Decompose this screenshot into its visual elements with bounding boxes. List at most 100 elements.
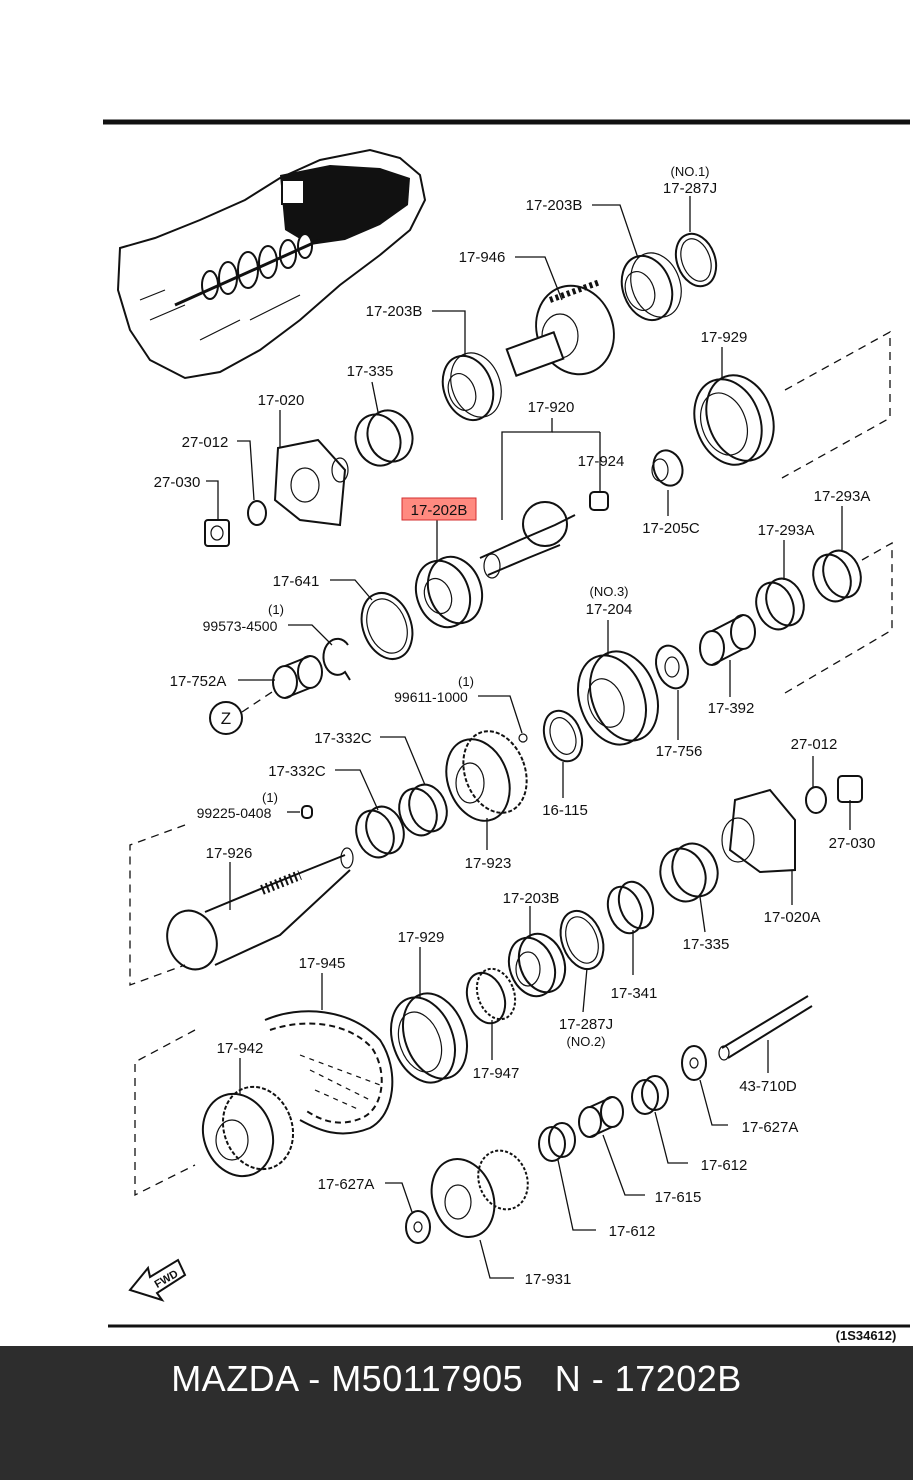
part-17-335-top bbox=[354, 409, 414, 467]
dashed-bracket-upper bbox=[781, 330, 891, 479]
label-17-203B-b: 17-203B bbox=[366, 303, 423, 320]
label-27-030-left: 27-030 bbox=[154, 474, 201, 491]
part-17-946-shaft bbox=[505, 279, 615, 377]
label-no1: (NO.1) bbox=[671, 164, 710, 179]
label-17-929-top: 17-929 bbox=[701, 329, 748, 346]
label-17-335-top: 17-335 bbox=[347, 363, 394, 380]
part-27-012-washer-left bbox=[247, 500, 267, 526]
part-17-205C-needle bbox=[651, 449, 684, 487]
label-17-341: 17-341 bbox=[611, 985, 658, 1002]
label-no2: (NO.2) bbox=[567, 1034, 606, 1049]
label-one-a: (1) bbox=[268, 602, 284, 617]
label-17-287J-bottom: 17-287J bbox=[559, 1016, 613, 1033]
label-17-612-b: 17-612 bbox=[609, 1223, 656, 1240]
part-17-929-top bbox=[693, 374, 775, 466]
part-17-020A-housing bbox=[721, 788, 796, 874]
label-17-203B-a: 17-203B bbox=[526, 197, 583, 214]
part-17-203B-bearing-b bbox=[441, 352, 502, 422]
dashed-bracket-middle bbox=[784, 541, 893, 694]
label-17-202B: 17-202B bbox=[411, 502, 468, 519]
part-17-931-gear bbox=[430, 1149, 529, 1238]
label-one-c: (1) bbox=[262, 790, 278, 805]
part-17-924-bush bbox=[589, 491, 609, 511]
label-17-293A-b: 17-293A bbox=[814, 488, 871, 505]
label-17-926: 17-926 bbox=[206, 845, 253, 862]
label-17-924: 17-924 bbox=[578, 453, 625, 470]
label-17-752A: 17-752A bbox=[170, 673, 227, 690]
label-99611-1000: 99611-1000 bbox=[394, 689, 468, 705]
part-17-929-bottom bbox=[390, 992, 468, 1084]
fwd-arrow-icon: FWD bbox=[128, 1258, 187, 1302]
label-43-710D: 43-710D bbox=[739, 1078, 797, 1095]
label-17-612-a: 17-612 bbox=[701, 1157, 748, 1174]
label-no3: (NO.3) bbox=[590, 584, 629, 599]
part-17-752A-spacer bbox=[272, 655, 323, 699]
label-17-205C: 17-205C bbox=[642, 520, 700, 537]
part-99611-1000-ball bbox=[518, 733, 528, 743]
part-27-030-nut-left bbox=[204, 519, 230, 547]
parts-diagram: Z bbox=[103, 119, 910, 1343]
part-17-335-bottom bbox=[659, 842, 719, 903]
part-27-030-nut-right bbox=[837, 775, 863, 803]
label-17-627A-right: 17-627A bbox=[742, 1119, 799, 1136]
part-17-612-needle-b bbox=[538, 1122, 576, 1162]
label-27-030-right: 27-030 bbox=[829, 835, 876, 852]
z-marker: Z bbox=[209, 689, 276, 735]
part-17-627A-washer-right bbox=[681, 1045, 707, 1081]
label-17-920: 17-920 bbox=[528, 399, 575, 416]
part-99225-0408-key bbox=[301, 805, 313, 819]
part-27-012-washer-right bbox=[805, 786, 827, 814]
label-27-012-right: 27-012 bbox=[791, 736, 838, 753]
part-number-caption: MAZDA - M50117905 N - 17202B bbox=[171, 1358, 742, 1399]
label-17-756: 17-756 bbox=[656, 743, 703, 760]
label-17-923: 17-923 bbox=[465, 855, 512, 872]
part-17-947-hub bbox=[465, 967, 517, 1025]
part-17-202B-bearing bbox=[414, 555, 484, 629]
transmission-overview-drawing bbox=[116, 148, 427, 380]
highlight-box-17-202B bbox=[401, 497, 477, 521]
part-17-920-shaft bbox=[479, 501, 576, 579]
label-17-293A-a: 17-293A bbox=[758, 522, 815, 539]
label-17-332C-a: 17-332C bbox=[314, 730, 372, 747]
part-17-945-chain bbox=[264, 1010, 394, 1135]
reference-code: (1S34612) bbox=[836, 1328, 897, 1343]
label-17-627A-left: 17-627A bbox=[318, 1176, 375, 1193]
part-17-287J-no1 bbox=[674, 232, 718, 288]
label-17-204: 17-204 bbox=[586, 601, 633, 618]
label-99225-0408: 99225-0408 bbox=[197, 805, 272, 821]
label-17-929-bottom: 17-929 bbox=[398, 929, 445, 946]
label-17-392: 17-392 bbox=[708, 700, 755, 717]
part-16-115-ring bbox=[542, 709, 584, 763]
part-17-627A-washer-left bbox=[405, 1210, 431, 1244]
part-17-203B-bearing-c bbox=[507, 932, 567, 998]
part-17-332C-needle-b bbox=[355, 805, 405, 859]
label-17-947: 17-947 bbox=[473, 1065, 520, 1082]
part-17-341-ring bbox=[606, 880, 655, 935]
label-17-020: 17-020 bbox=[258, 392, 305, 409]
part-17-293A-needle-b bbox=[812, 549, 862, 603]
part-17-615-spacer bbox=[578, 1096, 624, 1138]
label-17-020A: 17-020A bbox=[764, 909, 821, 926]
part-17-923-gear bbox=[445, 730, 528, 822]
dashed-bracket-lower bbox=[134, 1029, 196, 1197]
z-marker-label: Z bbox=[221, 709, 231, 728]
part-17-756-washer bbox=[655, 644, 689, 690]
label-17-945: 17-945 bbox=[299, 955, 346, 972]
part-17-942-sprocket bbox=[201, 1085, 295, 1178]
label-27-012-left: 27-012 bbox=[182, 434, 229, 451]
part-17-926-shaft bbox=[166, 847, 354, 971]
footer-banner: MAZDA - M50117905 N - 17202B bbox=[0, 1346, 913, 1480]
label-17-287J-top: 17-287J bbox=[663, 180, 717, 197]
label-17-335-bottom: 17-335 bbox=[683, 936, 730, 953]
label-17-615: 17-615 bbox=[655, 1189, 702, 1206]
part-99573-4500-circlip bbox=[322, 637, 351, 681]
part-17-392-sleeve bbox=[699, 614, 756, 666]
part-17-332C-needle-a bbox=[398, 783, 448, 837]
part-17-203B-bearing-a bbox=[620, 252, 682, 322]
part-17-641-snapring bbox=[360, 592, 414, 660]
label-17-931: 17-931 bbox=[525, 1271, 572, 1288]
label-17-946: 17-946 bbox=[459, 249, 506, 266]
leader-lines bbox=[206, 196, 851, 1279]
label-one-b: (1) bbox=[458, 674, 474, 689]
dashed-bracket-left bbox=[129, 824, 186, 986]
